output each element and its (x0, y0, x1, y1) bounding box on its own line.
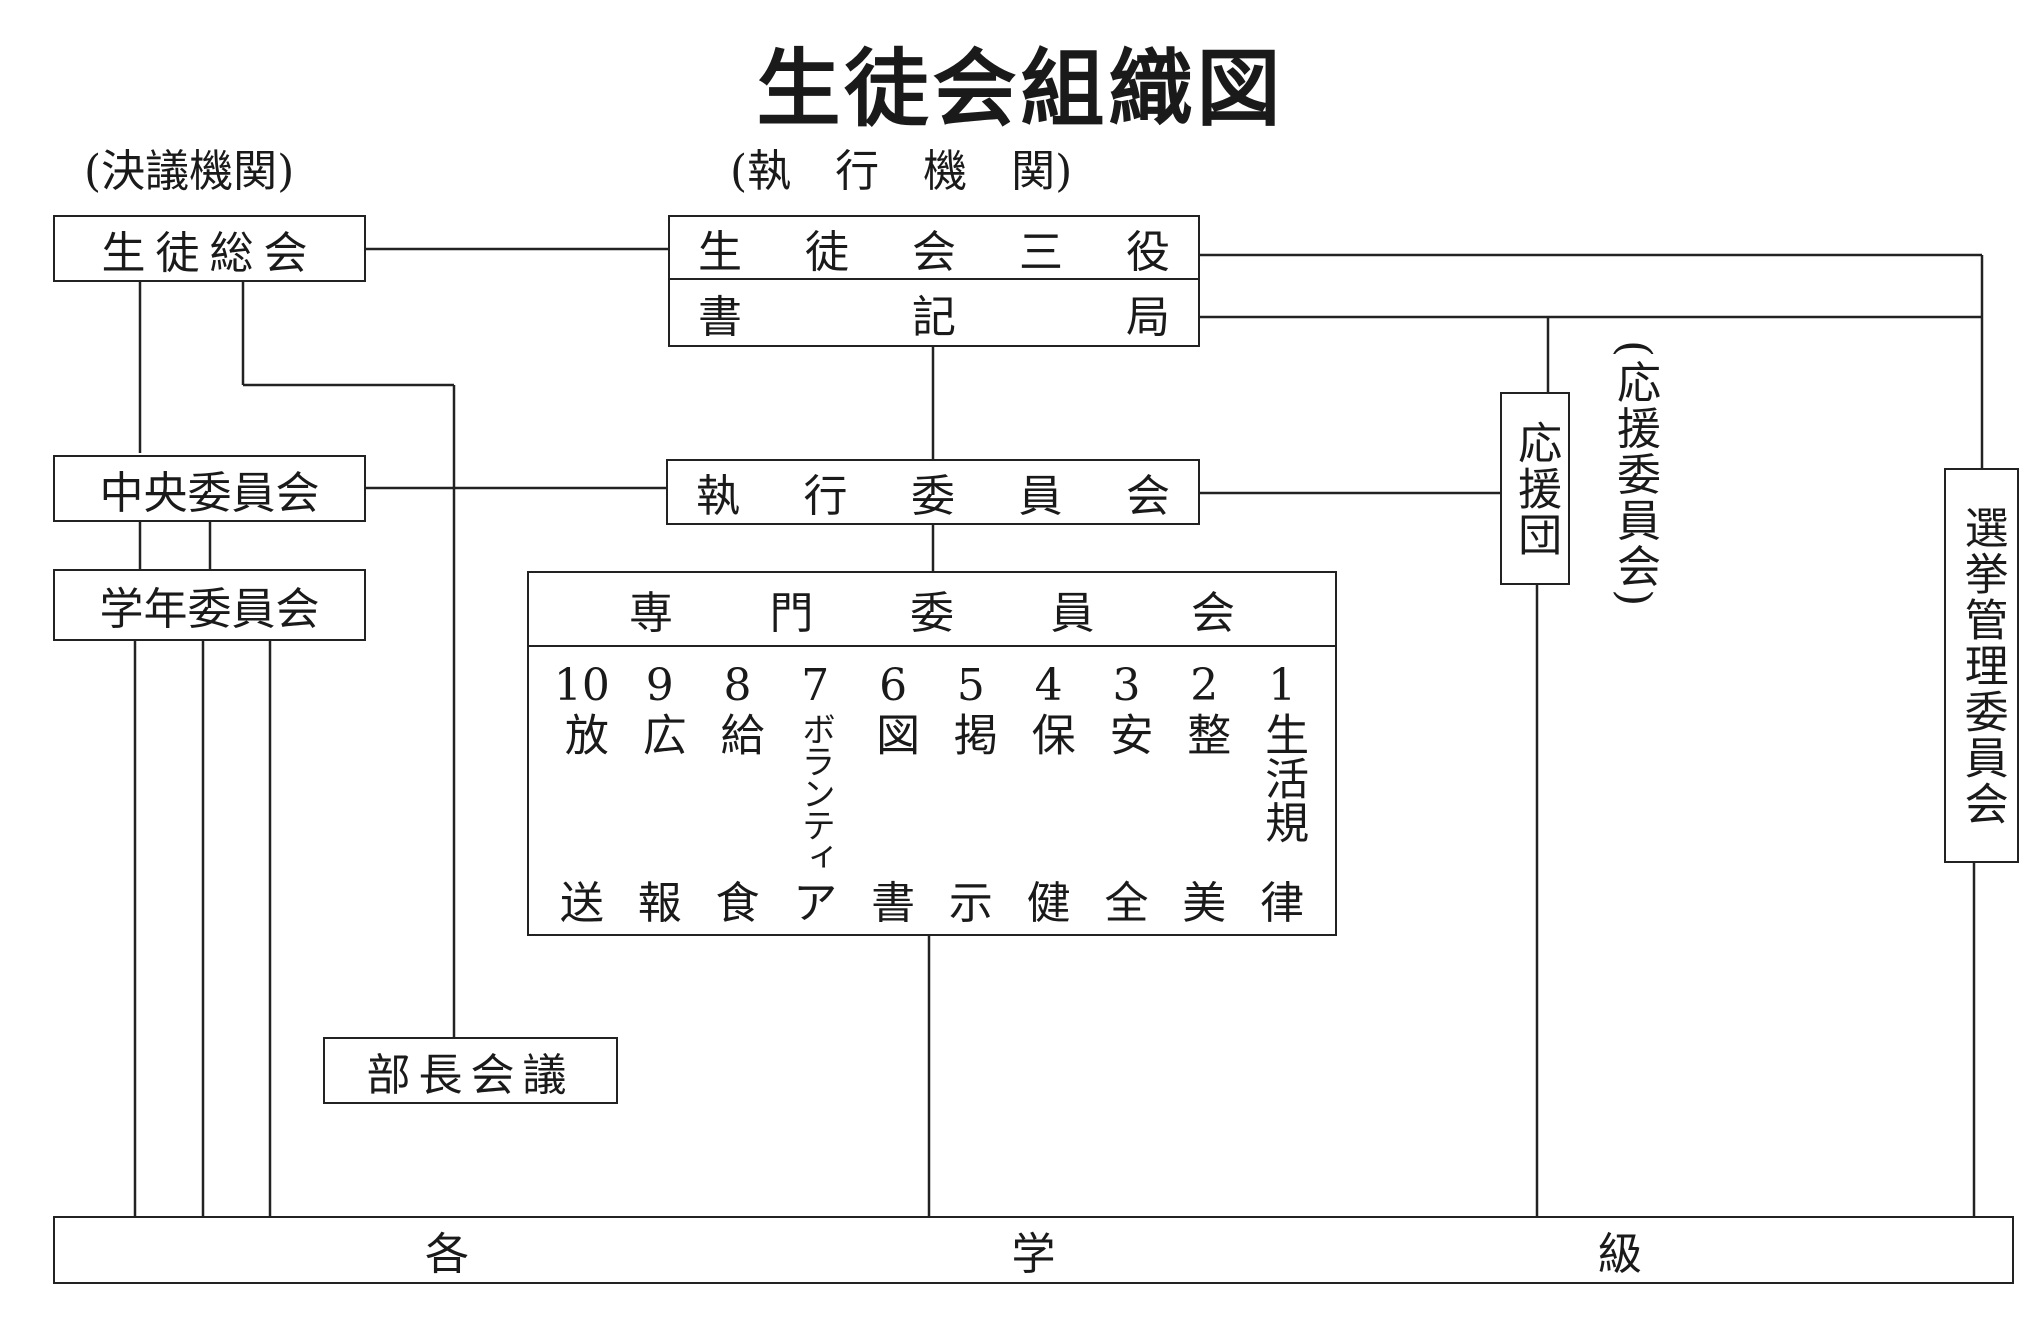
diagram-title: 生徒会組織図 (756, 40, 1285, 138)
committee-name-end: 健 (1026, 878, 1071, 929)
committee-number: 5 (956, 660, 985, 711)
classes-char: 級 (1598, 1229, 1642, 1280)
officers-char: 徒 (805, 226, 849, 278)
election-committee-box: 選挙管理委員会 (1944, 468, 2019, 863)
committee-number: 1 (1268, 660, 1297, 711)
secretariat-char: 書 (698, 291, 742, 343)
committee-item: 9 広 報 (625, 656, 695, 932)
specialized-header-char: 会 (1191, 588, 1235, 639)
specialized-header-char: 門 (769, 588, 814, 639)
committee-number: 3 (1112, 660, 1141, 711)
specialized-header-char: 委 (910, 588, 954, 639)
classes-char: 学 (1011, 1229, 1056, 1280)
executive-char: 員 (1018, 471, 1063, 522)
officers-char: 役 (1126, 226, 1170, 278)
committee-item: 8 給 食 (702, 656, 772, 932)
committee-item: 4 保 健 (1014, 656, 1084, 932)
grade-committee-label: 学年委員会 (99, 584, 320, 635)
executive-char: 委 (911, 471, 955, 522)
secretariat-char: 記 (912, 291, 956, 343)
specialized-header-char: 員 (1050, 588, 1095, 639)
committee-name: 図 (868, 712, 920, 756)
specialized-committee-box: 専 門 委 員 会 1 生活規 律 2 整 美 3 安 全 4 保 健 5 掲 … (527, 571, 1337, 936)
committee-item: 2 整 美 (1169, 656, 1239, 932)
committee-item: 1 生活規 律 (1247, 656, 1317, 932)
committee-name: ボランティ (795, 712, 836, 872)
classes-char: 各 (425, 1229, 469, 1280)
committee-item: 3 安 全 (1091, 656, 1161, 932)
committee-number: 8 (723, 660, 752, 711)
heading-executive: (執 行 機 関) (730, 146, 1073, 197)
committee-name: 安 (1101, 712, 1153, 756)
committee-name-end: 全 (1104, 878, 1149, 929)
committee-name: 整 (1179, 712, 1231, 756)
officers-char: 三 (1019, 226, 1063, 278)
committee-item: 7 ボランティ ア (780, 656, 850, 932)
committee-number: 9 (645, 660, 674, 711)
committee-name: 放 (556, 712, 608, 756)
committee-name-end: 書 (871, 878, 916, 929)
committee-name-end: 律 (1260, 878, 1305, 929)
officers-box: 生 徒 会 三 役 (668, 215, 1200, 280)
classes-box: 各 学 級 (53, 1216, 2014, 1284)
secretariat-box: 書 記 局 (668, 278, 1200, 347)
executive-char: 行 (803, 471, 848, 522)
committee-list: 1 生活規 律 2 整 美 3 安 全 4 保 健 5 掲 示 6 図 書 (531, 656, 1333, 932)
heading-deliberative: (決議機関) (84, 146, 295, 197)
committee-name: 掲 (945, 712, 997, 756)
committee-name-end: ア (793, 878, 838, 929)
committee-name-end: 報 (637, 878, 682, 929)
grade-committee-box: 学年委員会 (53, 569, 366, 641)
committee-number: 7 (801, 660, 830, 711)
general-meeting-box: 生徒総会 (53, 215, 366, 282)
committee-name-end: 送 (559, 878, 604, 929)
committee-name: 生活規 (1257, 712, 1309, 844)
executive-char: 会 (1126, 471, 1170, 522)
cheer-squad-box: 応援団 (1500, 392, 1570, 585)
committee-item: 10 放 送 (547, 656, 617, 932)
club-leaders-box: 部長会議 (323, 1037, 618, 1104)
committee-name: 保 (1023, 712, 1075, 756)
committee-name: 広 (634, 712, 686, 756)
executive-committee-box: 執 行 委 員 会 (666, 459, 1200, 525)
committee-name-end: 示 (948, 878, 993, 929)
officers-char: 生 (698, 226, 742, 278)
election-committee-label: 選挙管理委員会 (1956, 504, 2008, 827)
committee-name-end: 美 (1182, 878, 1227, 929)
central-committee-box: 中央委員会 (53, 455, 366, 522)
committee-number: 6 (879, 660, 908, 711)
executive-char: 執 (696, 471, 740, 522)
club-leaders-label: 部長会議 (366, 1049, 575, 1101)
committee-number: 2 (1190, 660, 1219, 711)
committee-name-end: 食 (715, 878, 760, 929)
officers-char: 会 (912, 226, 956, 278)
secretariat-char: 局 (1126, 291, 1170, 343)
committee-item: 6 図 書 (858, 656, 928, 932)
committee-item: 5 掲 示 (936, 656, 1006, 932)
cheer-committee-note: (応援委員会) (1609, 340, 1660, 609)
cheer-squad-label: 応援団 (1510, 419, 1562, 558)
committee-number: 10 (553, 660, 610, 711)
general-meeting-label: 生徒総会 (101, 227, 318, 279)
committee-name: 給 (712, 712, 764, 756)
specialized-header: 専 門 委 員 会 (529, 573, 1335, 647)
committee-number: 4 (1034, 660, 1063, 711)
specialized-header-char: 専 (629, 588, 673, 639)
central-committee-label: 中央委員会 (99, 467, 320, 519)
